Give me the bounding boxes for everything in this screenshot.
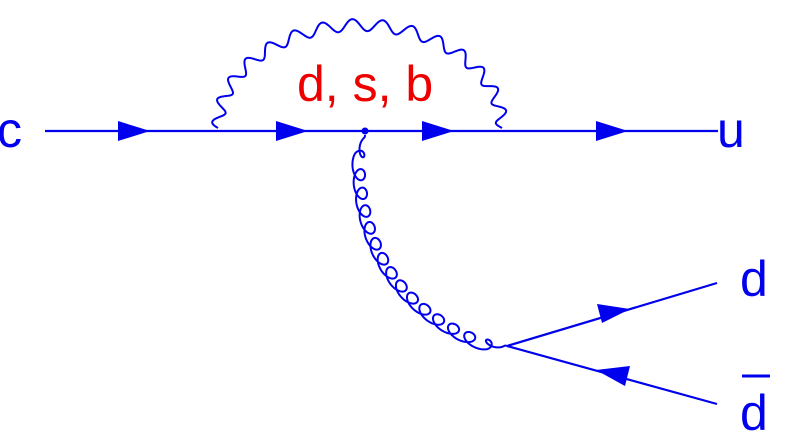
vertex-dot xyxy=(361,127,369,135)
fermion-arrow-3 xyxy=(422,121,454,141)
gluon-line xyxy=(351,134,508,351)
label-u: u xyxy=(717,102,745,158)
fermion-arrow-2 xyxy=(276,121,308,141)
label-d: d xyxy=(740,251,768,307)
fermion-arrow-4 xyxy=(596,121,628,141)
label-c: c xyxy=(0,102,22,158)
boson-loop-line xyxy=(211,18,508,129)
fermion-arrow-dbar xyxy=(596,366,630,386)
fermion-arrow-1 xyxy=(118,121,150,141)
fermion-arrow-d xyxy=(597,304,630,323)
label-dbar: d xyxy=(740,385,768,441)
label-loop-quarks: d, s, b xyxy=(297,56,433,112)
